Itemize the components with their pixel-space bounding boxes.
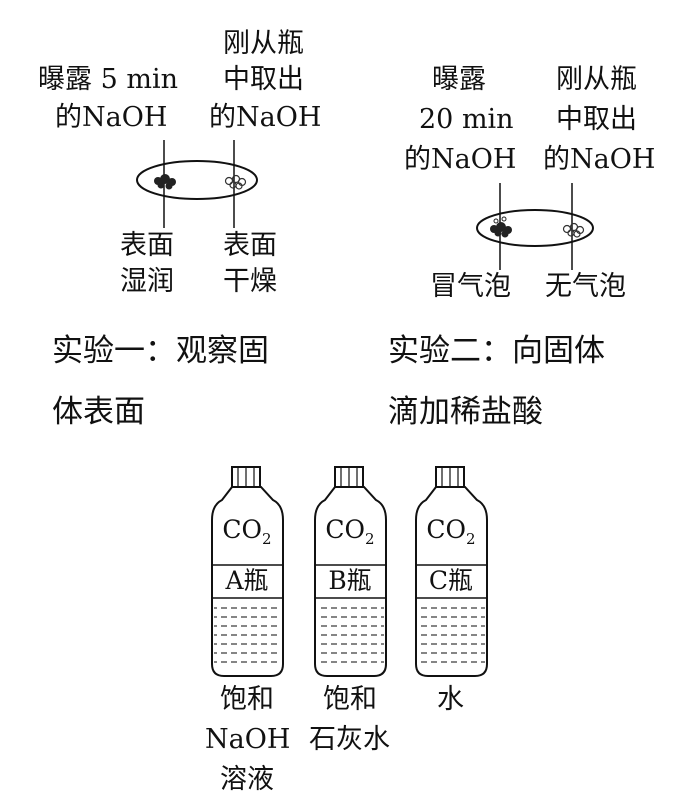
bottle-b [314, 466, 387, 677]
exp2-left-label-line3: 的NaOH [404, 144, 517, 175]
exp2-bubbling-solid [490, 216, 512, 238]
bottle-b-gas: CO2 [325, 515, 375, 548]
bottle-a-solution-line1: 饱和 [220, 684, 274, 715]
bottle-a-liquid [214, 604, 281, 670]
bottle-c-gas: CO2 [426, 515, 476, 548]
bottle-c [415, 466, 488, 677]
exp2-right-obs: 无气泡 [545, 271, 626, 302]
bottle-b-solution-line1: 饱和 [323, 684, 377, 715]
exp2-dish [476, 183, 594, 270]
bottle-b-name: B瓶 [328, 566, 372, 595]
exp2-left-label-line1: 曝露 [432, 64, 486, 95]
exp2-still-solid [562, 222, 585, 238]
exp1-dry-solid [224, 174, 247, 190]
bottle-a-solution-line2: NaOH [205, 724, 291, 755]
exp1-right-obs-line1: 表面 [223, 230, 277, 261]
bottle-b-liquid [317, 604, 384, 670]
bottle-b-solution-line2: 石灰水 [309, 724, 390, 755]
exp1-right-label-line3: 的NaOH [209, 102, 322, 133]
exp1-left-obs-line2: 湿润 [120, 266, 174, 297]
exp2-caption-line1: 实验二：向固体 [388, 333, 605, 369]
exp1-right-obs-line2: 干燥 [223, 266, 277, 297]
exp1-wet-solid [154, 174, 176, 190]
exp1-caption-line2: 体表面 [52, 394, 145, 430]
exp2-right-label-line3: 的NaOH [543, 144, 656, 175]
bottle-c-solution-line1: 水 [437, 684, 464, 715]
bottle-a-solution-line3: 溶液 [220, 764, 274, 795]
exp1-left-label-line2: 的NaOH [55, 102, 168, 133]
exp2-right-label-line2: 中取出 [556, 104, 637, 135]
bottle-a [211, 466, 284, 677]
exp2-left-obs: 冒气泡 [430, 271, 511, 302]
exp1-right-label-line1: 刚从瓶 [223, 28, 304, 59]
exp1-dish [136, 140, 258, 228]
bottle-a-gas: CO2 [222, 515, 272, 548]
exp1-caption-line1: 实验一：观察固 [52, 333, 269, 369]
exp2-left-label-line2: 20 min [419, 104, 514, 135]
bottle-c-name: C瓶 [428, 566, 474, 595]
exp1-left-label-line1: 曝露 5 min [38, 64, 178, 95]
bottle-c-liquid [418, 604, 485, 670]
exp1-left-obs-line1: 表面 [120, 230, 174, 261]
exp2-right-label-line1: 刚从瓶 [556, 64, 637, 95]
exp2-caption-line2: 滴加稀盐酸 [388, 394, 543, 430]
bottle-a-name: A瓶 [225, 566, 269, 595]
exp1-right-label-line2: 中取出 [223, 64, 304, 95]
